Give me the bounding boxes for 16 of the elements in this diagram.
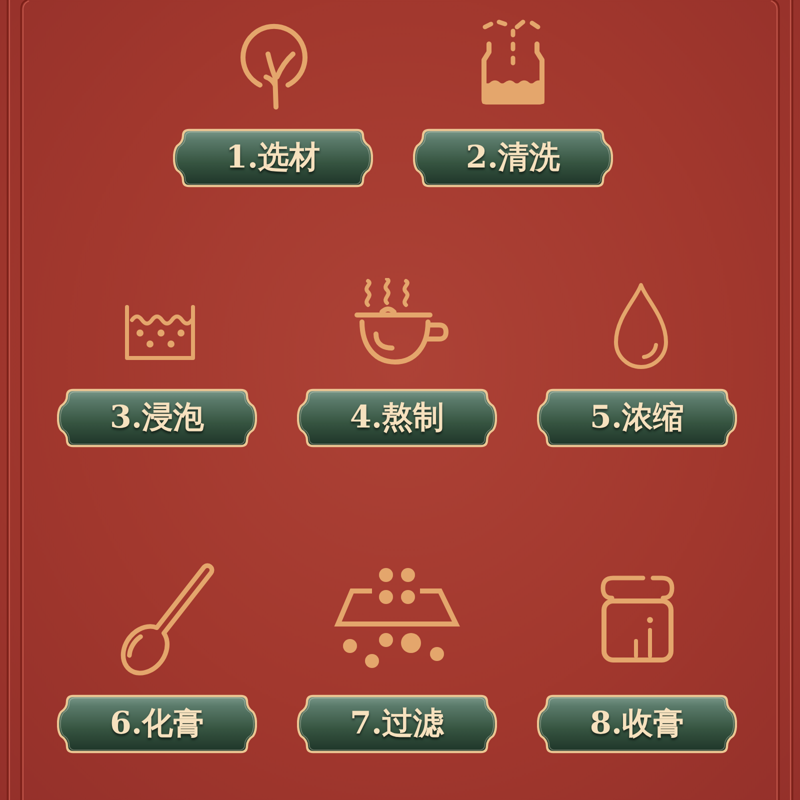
step-label: 7.过滤 (350, 706, 444, 740)
step-label: 6.化膏 (110, 706, 204, 740)
step-label: 3.浸泡 (110, 400, 204, 434)
step-label: 1.选材 (226, 140, 320, 174)
step-banner (173, 128, 373, 188)
step-label: 4.熬制 (350, 400, 444, 434)
step-banner (537, 388, 737, 448)
step-banner (413, 128, 613, 188)
step-label: 2.清洗 (466, 140, 560, 174)
step-label: 8.收膏 (590, 706, 684, 740)
step-banner (297, 388, 497, 448)
step-label: 5.浓缩 (590, 400, 684, 434)
step-banner (537, 694, 737, 754)
step-banner (57, 694, 257, 754)
step-banner (297, 694, 497, 754)
step-banner (57, 388, 257, 448)
